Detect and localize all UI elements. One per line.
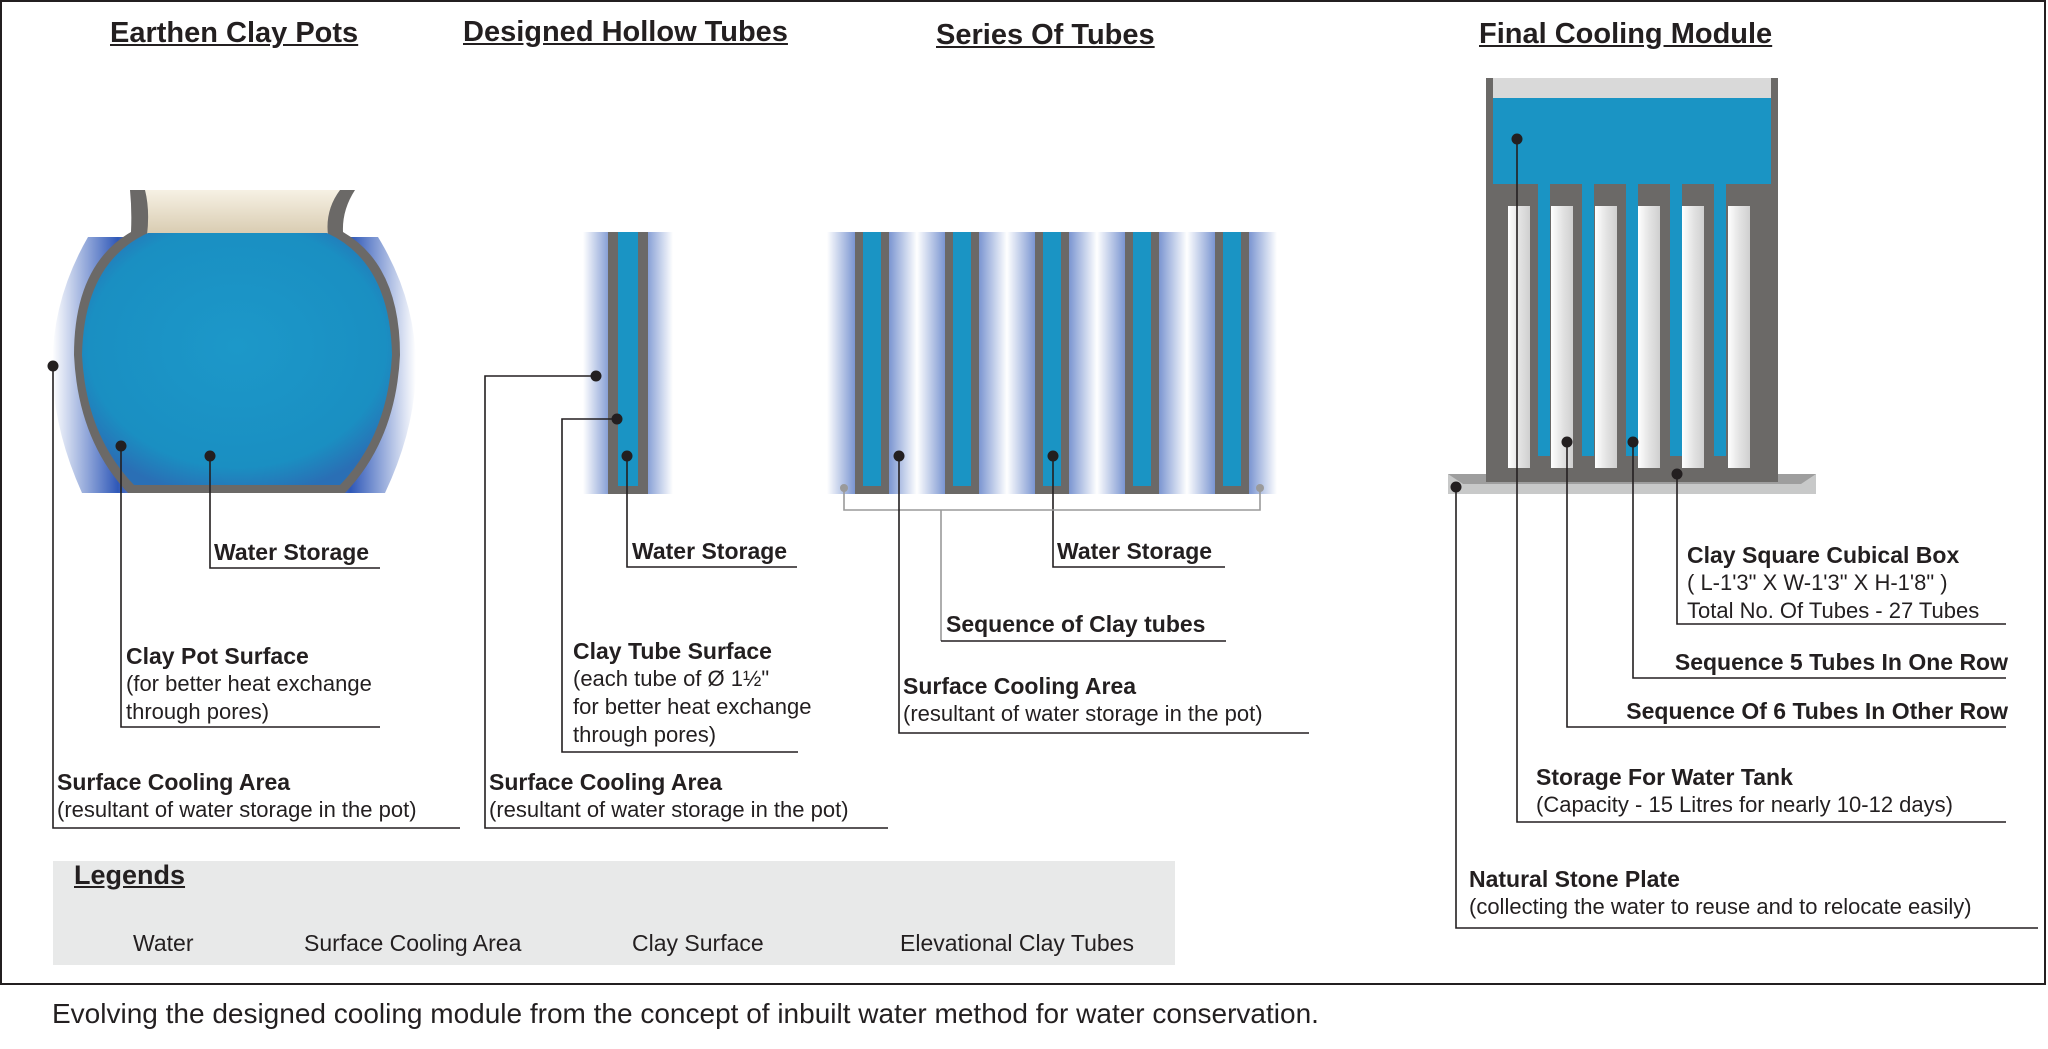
legend-clay-label: Clay Surface xyxy=(632,930,764,956)
figure-caption: Evolving the designed cooling module fro… xyxy=(52,998,1319,1029)
series-tube-water xyxy=(1223,232,1241,486)
module-elevational-tube xyxy=(1682,206,1704,468)
label-sequence-5-tubes: Sequence 5 Tubes In One Row xyxy=(1674,649,2008,675)
series-tube-water xyxy=(1133,232,1151,486)
legend-title: Legends xyxy=(74,860,186,890)
legend-panel xyxy=(53,861,1175,965)
legend-water-label: Water xyxy=(133,930,194,956)
hollow-tube-illustration xyxy=(583,232,673,494)
label-pot-water-storage: Water Storage xyxy=(214,539,370,565)
label-pot-surface-cooling-area: Surface Cooling Area (resultant of water… xyxy=(57,769,417,822)
title-final-cooling-module: Final Cooling Module xyxy=(1479,18,1773,50)
module-elevational-tube xyxy=(1595,206,1617,468)
title-earthen-clay-pots: Earthen Clay Pots xyxy=(110,17,359,49)
module-elevational-tube xyxy=(1728,206,1750,468)
series-tube-water xyxy=(1043,232,1061,486)
label-series-surface-cooling-area: Surface Cooling Area (resultant of water… xyxy=(903,673,1263,726)
label-clay-square-cubical-box: Clay Square Cubical Box ( L-1'3" X W-1'3… xyxy=(1687,542,1980,623)
label-series-water-storage: Water Storage xyxy=(1057,538,1213,564)
legend-cooling-label: Surface Cooling Area xyxy=(304,930,522,956)
module-water-tube xyxy=(1670,184,1682,456)
label-clay-tube-surface: Clay Tube Surface (each tube of Ø 1½" fo… xyxy=(573,638,812,747)
series-of-tubes-illustration xyxy=(827,232,1278,494)
label-sequence-6-tubes: Sequence Of 6 Tubes In Other Row xyxy=(1626,698,2008,724)
module-water-tube xyxy=(1626,184,1638,456)
label-storage-water-tank: Storage For Water Tank (Capacity - 15 Li… xyxy=(1536,764,1953,817)
title-series-of-tubes: Series Of Tubes xyxy=(936,19,1155,51)
module-water-tube xyxy=(1538,184,1550,456)
final-cooling-module-illustration xyxy=(1448,78,1816,494)
module-water-tube xyxy=(1714,184,1726,456)
module-elevational-tube xyxy=(1508,206,1530,468)
module-water-tube xyxy=(1582,184,1594,456)
legend-elevational-label: Elevational Clay Tubes xyxy=(900,930,1134,956)
diagram-frame xyxy=(0,0,2046,985)
label-clay-pot-surface: Clay Pot Surface (for better heat exchan… xyxy=(126,643,372,724)
label-sequence-of-clay-tubes: Sequence of Clay tubes xyxy=(946,611,1206,637)
module-elevational-tube xyxy=(1638,206,1660,468)
clay-pot-illustration xyxy=(52,190,416,493)
label-tube-water-storage: Water Storage xyxy=(632,538,788,564)
series-tube-water xyxy=(953,232,971,486)
label-natural-stone-plate: Natural Stone Plate (collecting the wate… xyxy=(1469,866,1972,919)
label-tube-surface-cooling-area: Surface Cooling Area (resultant of water… xyxy=(489,769,849,822)
series-tube-water xyxy=(863,232,881,486)
leader-lines xyxy=(52,139,2038,929)
leader-dots xyxy=(47,133,1683,493)
module-elevational-tube xyxy=(1551,206,1573,468)
title-designed-hollow-tubes: Designed Hollow Tubes xyxy=(463,16,788,48)
